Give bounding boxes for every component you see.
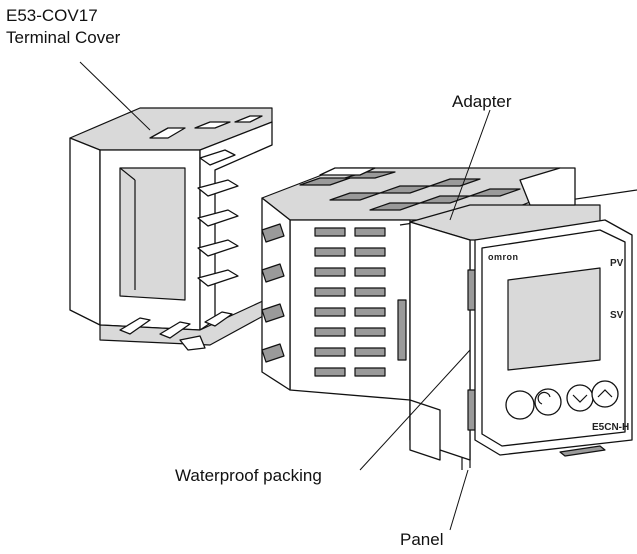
pv-label: PV (610, 258, 624, 269)
down-button (566, 384, 594, 412)
label-adapter: Adapter (452, 92, 512, 111)
leader-panel (449, 469, 469, 531)
adapter (409, 167, 601, 461)
chevron-down-icon (572, 394, 588, 403)
label-cover-model: E53-COV17 (6, 6, 98, 25)
label-packing: Waterproof packing (175, 466, 322, 485)
cycle-icon (537, 391, 551, 405)
brand-logo: omron (488, 252, 519, 262)
terminal-cover (69, 107, 273, 351)
controller-body (261, 167, 561, 401)
display-window (507, 267, 601, 371)
label-cover-name: Terminal Cover (6, 28, 121, 47)
vent-slots (314, 227, 386, 377)
chevron-up-icon (597, 389, 613, 398)
leader-cover (79, 61, 151, 131)
label-panel: Panel (400, 530, 444, 549)
mode-button (505, 390, 535, 420)
model-label: E5CN-H (592, 422, 630, 433)
up-button (591, 380, 619, 408)
leader-packing (359, 349, 471, 471)
enter-button (534, 388, 562, 416)
sv-label: SV (610, 310, 624, 321)
front-bezel (474, 219, 633, 457)
leader-adapter (449, 109, 491, 221)
